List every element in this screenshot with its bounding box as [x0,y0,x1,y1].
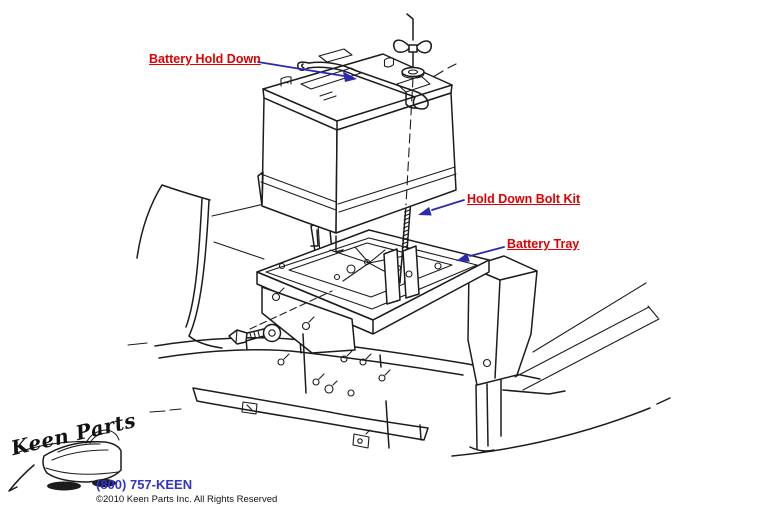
logo-car-shadow [92,479,116,487]
bracket-legs [469,379,566,452]
rail-hole [312,378,320,386]
rail-bolt-holes [277,350,391,386]
arrow-head [418,206,432,216]
tray-inner-lip [265,237,478,310]
support-hole [347,389,355,397]
battery-right-ridge [337,166,457,213]
dash-marks [127,63,457,413]
battery-hold-down-strap [296,48,431,110]
part-label-battery-hold-down[interactable]: Battery Hold Down [149,52,261,66]
tray-gusset [261,286,356,354]
arrow-battery-tray [456,246,505,262]
rod-bracket-hole [405,270,413,278]
battery-foot [310,229,344,253]
battery-tray-illustration [228,218,490,397]
battery-front-ridge [260,173,337,211]
part-label-battery-tray[interactable]: Battery Tray [507,237,580,251]
bolt-washer-hole [268,329,276,337]
arrow-battery-hold-down [257,61,357,82]
rod-hidden-dashed [405,77,414,206]
phone-number: (800) 757-KEEN [96,477,193,492]
rod-top [406,13,414,69]
part-label-hold-down-bolt-kit[interactable]: Hold Down Bolt Kit [467,192,581,206]
rail-hole-flag [384,369,391,376]
battery-terminal-right [383,57,395,68]
battery-right-face [335,92,457,234]
tray-hole [346,264,356,274]
lower-rail-cutouts [241,401,371,449]
support-hole-flag [332,380,338,386]
bolt-washer [262,323,282,343]
wing-nut-right-wing [415,40,433,54]
arrow-line [431,199,465,211]
support-hole [324,384,334,394]
logo-tail-swash [8,464,35,492]
strap-left-clamp-plate [318,48,353,63]
wing-nut-assembly [392,13,433,206]
rail-hole [277,358,285,366]
rail-hole [378,374,386,382]
battery-illustration [257,53,457,253]
tray-hole [333,273,341,281]
wing-nut-hub [408,44,418,53]
arrow-line [469,246,505,257]
rail-hole [359,358,367,366]
rail-hole-flag [318,373,325,380]
tray-flange-hole [278,262,286,270]
bolt-threads [249,330,261,340]
rail-hole-flag [283,353,290,360]
battery-front-face [257,97,338,234]
arrow-head [456,253,470,262]
arrow-head [343,71,357,82]
mounting-bolt [228,290,333,345]
bolt-head-facet [235,329,238,344]
arrow-line [257,61,345,77]
rail-hole-flag [346,350,353,357]
gusset-hole-flag [278,287,285,294]
rail-hole-flag [365,353,372,360]
rod-washer-hole [407,69,419,75]
fender-panel [136,184,223,349]
tray-hole [363,258,371,266]
rod-washer [401,66,425,78]
logo-car-hood-lines [45,443,119,475]
body-sweep-curve [451,397,671,457]
bracket-hole [482,358,492,368]
tray-support-line [302,333,307,394]
side-rails [514,282,660,391]
bolt-axis-dashed [249,290,333,330]
lower-rail-hole [357,438,363,444]
strap-bar [307,61,418,98]
keen-parts-logo-art [8,429,122,492]
gusset-hole [271,292,281,302]
rail-hole [340,355,348,363]
bolt-head [228,329,248,345]
right-bracket [467,255,538,386]
battery-terminal-left [280,76,292,87]
strap-right-hook [405,91,429,110]
logo-car-windshield [85,429,120,444]
wing-nut-left-wing [392,39,411,53]
tray-floor [288,242,453,298]
tray-flange-hole [434,262,442,270]
logo-car-shadow [47,481,81,491]
tray-skirt [256,259,490,335]
lower-rail [192,387,429,449]
copyright-text: ©2010 Keen Parts Inc. All Rights Reserve… [96,494,278,505]
tray-rod-bracket [383,245,420,305]
arrow-hold-down-bolt-kit [418,199,465,216]
bolt-shank [245,328,265,342]
chassis-frame [127,63,671,457]
gusset-hole-flag [308,316,315,323]
rod-bracket-front-plate [383,248,401,305]
gusset-hole [301,321,311,331]
